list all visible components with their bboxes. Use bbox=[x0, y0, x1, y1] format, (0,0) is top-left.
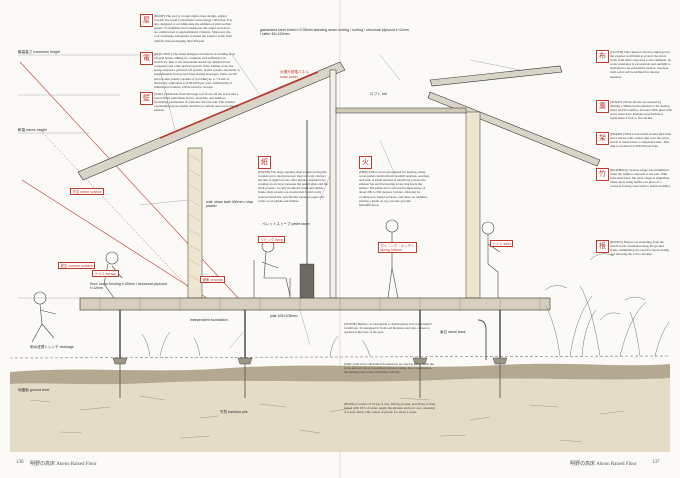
joist-spec-label: joist 105×105mm bbox=[270, 314, 298, 318]
bamboo-marker: 竹 bbox=[596, 168, 609, 181]
dining-kitchen-en: dining, kitchen bbox=[380, 247, 403, 252]
dining-kitchen-jp: ダイニング・キッチン bbox=[380, 243, 415, 248]
electric-marker: 電 bbox=[140, 52, 153, 65]
piers bbox=[119, 310, 501, 358]
straw-marker: 藁 bbox=[596, 100, 609, 113]
living-tag: リビング living bbox=[258, 236, 286, 243]
summer-solstice-tag: 夏至 summer solstice bbox=[58, 262, 96, 269]
fire-marker: 火 bbox=[359, 156, 372, 169]
person-outside bbox=[31, 291, 57, 343]
stone-note: [STONE] Bamboo is susceptible to deterio… bbox=[344, 322, 432, 335]
toilet-tag: トイレ toilet bbox=[490, 240, 514, 247]
loft-floor bbox=[335, 107, 467, 114]
center-post bbox=[329, 69, 337, 299]
drain-pipe bbox=[477, 319, 487, 360]
frame-marker: 架 bbox=[596, 132, 609, 145]
floor-joists bbox=[99, 298, 541, 310]
straw-note: [STRAW] Straw blocks are secured by bind… bbox=[610, 100, 672, 121]
pellet-stove bbox=[299, 263, 315, 299]
bamboo-piles bbox=[119, 364, 501, 398]
bond-note: [BOND] Consists of 50 kg of clay, 300 kg… bbox=[344, 402, 436, 415]
pellet-stove-label: ペレットストーブ pellet stove bbox=[262, 222, 310, 226]
right-straw-wall bbox=[465, 111, 481, 299]
height-lines bbox=[18, 54, 160, 299]
right-running-title: 明野の高床 Akeno Raised Floor bbox=[570, 462, 637, 467]
solar-panels bbox=[159, 71, 319, 139]
ground-level-line bbox=[9, 355, 671, 359]
cloth-marker: 布 bbox=[596, 50, 609, 63]
roof-marker: 屋 bbox=[140, 14, 153, 27]
left-running-title: 明野の高床 Akeno Raised Floor bbox=[30, 462, 97, 467]
soil-texture bbox=[29, 395, 625, 443]
foundation-label: independent foundation bbox=[190, 318, 228, 322]
sun-ray-2 bbox=[39, 129, 201, 301]
winter-solstice-tag: 冬至 winter solstice bbox=[70, 188, 105, 195]
terrace-tag: テラス terrace bbox=[92, 270, 119, 277]
solar-panel-en-label: solar panel bbox=[280, 75, 298, 79]
ground-level-label: 地盤面 ground level bbox=[18, 388, 50, 392]
person-kitchen bbox=[379, 219, 399, 299]
ridge-height-label: 最高高さ maximum height bbox=[18, 50, 60, 54]
upper-roof bbox=[429, 65, 563, 87]
wall-note: [WALL] Materials from the large roof flo… bbox=[154, 92, 239, 113]
soil-dark bbox=[10, 363, 670, 385]
cloth-note: [CLOTH] Sun-cheered cotton is employed i… bbox=[610, 50, 671, 79]
straw-hatch bbox=[189, 154, 201, 282]
drainage-label: 雨水浸透トレンチ drainage bbox=[30, 345, 74, 349]
person-right bbox=[481, 221, 501, 298]
electric-note: [ELECTRIC] The client designed an intere… bbox=[154, 52, 240, 89]
summer-sun-ray bbox=[19, 61, 241, 301]
stone-base-label: 束石 stone base bbox=[440, 330, 466, 334]
loft-label: ロフト loft bbox=[370, 92, 387, 96]
paper-marker: 紙 bbox=[258, 156, 271, 169]
wall-marker: 壁 bbox=[140, 92, 153, 105]
dining-kitchen-tag: ダイニング・キッチン dining, kitchen bbox=[378, 242, 417, 253]
right-roof bbox=[427, 91, 601, 167]
paper-note: [PAPER] The large opening shoji screens … bbox=[258, 170, 328, 203]
fire-note: [FIRE] Pellet stoves are utilized for he… bbox=[359, 170, 430, 207]
vegetation bbox=[141, 253, 670, 357]
roof-spec-label: galvanized steel sheet t=0.35mm standing… bbox=[260, 28, 410, 37]
floor-deck bbox=[79, 297, 551, 311]
roof-note: [ROOF] The roof is a large single-slope … bbox=[154, 14, 233, 43]
right-page-number: 137 bbox=[652, 460, 660, 465]
leader-lines bbox=[139, 51, 521, 349]
left-page-number: 136 bbox=[16, 460, 24, 465]
frame-note: [FRAME] What is harvested around mid-Jun… bbox=[610, 132, 672, 149]
veranda-tag: 縁側 veranda bbox=[200, 276, 225, 283]
roots-note: [ROOTS] Plant roots extending from the t… bbox=[610, 240, 670, 257]
floor-spec-label: floor: cedar flooring t=30mm / structura… bbox=[90, 282, 167, 291]
eaves-height-label: 軒高 eaves height bbox=[18, 128, 47, 132]
pier-footings bbox=[112, 357, 508, 365]
wall-spec-label: wall: straw bale 450mm / clay plaster bbox=[206, 200, 253, 209]
roots-marker: 根 bbox=[596, 240, 609, 253]
soil-band bbox=[10, 363, 670, 452]
bamboo-note: [BAMBOO] Concrete usage was minimized wh… bbox=[610, 168, 671, 189]
person-living bbox=[253, 239, 291, 298]
bamboo-pile-label: 竹杭 bamboo pile bbox=[220, 410, 248, 414]
soil-note: [SOIL] Our most substantial foundations … bbox=[344, 362, 434, 375]
solar-panel-jp-label: 太陽光発電パネル bbox=[280, 70, 309, 74]
page-fold bbox=[339, 0, 341, 478]
